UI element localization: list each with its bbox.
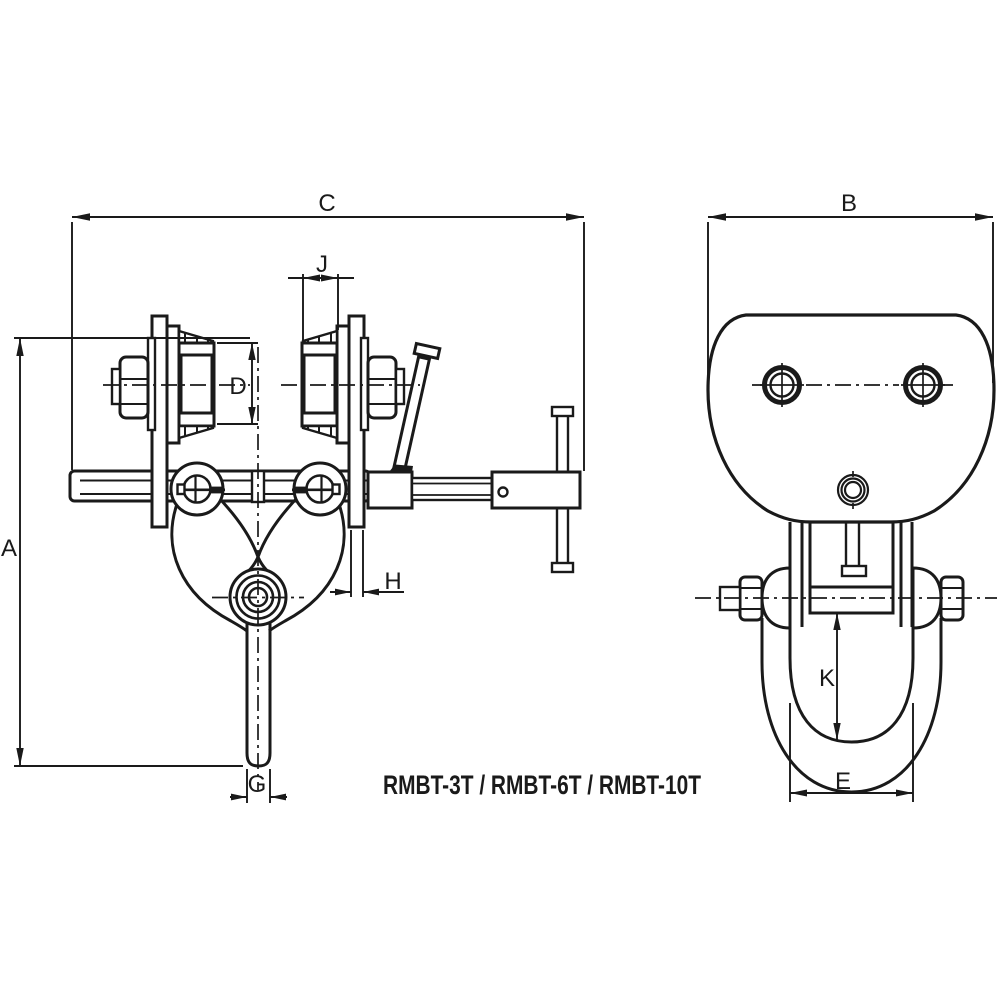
right-axle-nut [366, 355, 398, 420]
dim-label-b: B [841, 190, 857, 217]
dimension-e [789, 703, 914, 802]
dimension-g [230, 769, 287, 803]
adjusting-screw [410, 476, 495, 502]
front-view [706, 313, 996, 794]
dimension-j [288, 274, 354, 341]
side-view [68, 314, 582, 768]
dim-label-k: K [819, 665, 835, 692]
dim-label-g: G [248, 771, 267, 798]
axle-hole-right [901, 363, 945, 407]
dim-label-c: C [318, 190, 335, 217]
cam-lever [389, 341, 442, 473]
dimension-b [707, 213, 994, 383]
dimension-a [14, 337, 250, 767]
u-shackle [760, 618, 943, 794]
dimension-d [217, 342, 258, 425]
centerlines [103, 347, 997, 790]
screw-end-hole [497, 486, 509, 498]
hanger-pin [840, 522, 868, 578]
dimension-k [833, 613, 841, 740]
dim-label-e: E [835, 768, 851, 795]
shackle-crossbar [808, 585, 895, 615]
left-pivot-pin [169, 461, 225, 517]
right-pivot-pin [292, 461, 348, 517]
dim-label-j: J [316, 251, 328, 278]
left-axle-nut [118, 355, 150, 420]
dimension-h [330, 530, 404, 597]
pivot-hole [836, 471, 870, 509]
dim-label-a: A [1, 535, 17, 562]
axle-hole-left [760, 363, 804, 407]
lever-block [366, 470, 414, 510]
dimensions [14, 213, 994, 803]
dim-label-d: D [229, 373, 246, 400]
dimension-c [71, 213, 585, 471]
model-title: RMBT-3T / RMBT-6T / RMBT-10T [383, 770, 701, 800]
dim-label-h: H [384, 568, 401, 595]
